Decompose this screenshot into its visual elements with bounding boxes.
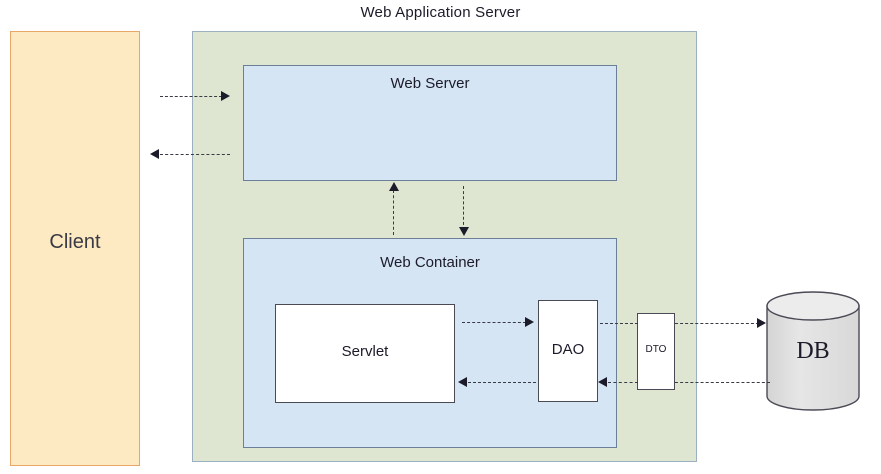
node-dto-label: DTO: [645, 344, 667, 355]
node-web-server[interactable]: [243, 65, 617, 181]
node-client-label: Client: [49, 231, 101, 253]
edge-webserver-to-webcontainer: [463, 186, 465, 230]
edge-db-to-dao-segment-right: [675, 382, 770, 384]
node-servlet-label: Servlet: [341, 343, 389, 360]
node-servlet[interactable]: [275, 304, 455, 403]
edge-dao-to-db-segment-left: [600, 323, 638, 325]
edge-dao-to-servlet: [468, 382, 536, 384]
node-dao[interactable]: [538, 300, 598, 402]
edge-webcontainer-to-webserver-arrowhead: [389, 182, 399, 191]
edge-client-to-webserver: [160, 96, 222, 98]
node-web-server-label: Web Server: [390, 75, 470, 92]
edge-webserver-to-client: [160, 154, 230, 156]
node-dao-label: DAO: [551, 341, 585, 358]
node-web-container-label: Web Container: [380, 254, 480, 271]
edge-db-to-dao-arrowhead: [598, 377, 607, 387]
node-db-label: DB: [796, 338, 830, 364]
edge-webcontainer-to-webserver: [393, 190, 395, 235]
edge-client-to-webserver-arrowhead: [221, 91, 230, 101]
edge-db-to-dao-segment-left: [608, 382, 638, 384]
diagram-title: Web Application Server: [360, 4, 521, 21]
node-db[interactable]: [766, 291, 860, 411]
node-dto[interactable]: [637, 313, 675, 390]
edge-dao-to-db-arrowhead: [757, 318, 766, 328]
node-client[interactable]: [10, 31, 140, 466]
edge-dao-to-db-segment-right: [675, 323, 759, 325]
edge-dao-to-servlet-arrowhead: [458, 377, 467, 387]
edge-webserver-to-webcontainer-arrowhead: [459, 227, 469, 236]
edge-webserver-to-client-arrowhead: [150, 149, 159, 159]
edge-servlet-to-dao: [462, 322, 526, 324]
edge-servlet-to-dao-arrowhead: [525, 317, 534, 327]
